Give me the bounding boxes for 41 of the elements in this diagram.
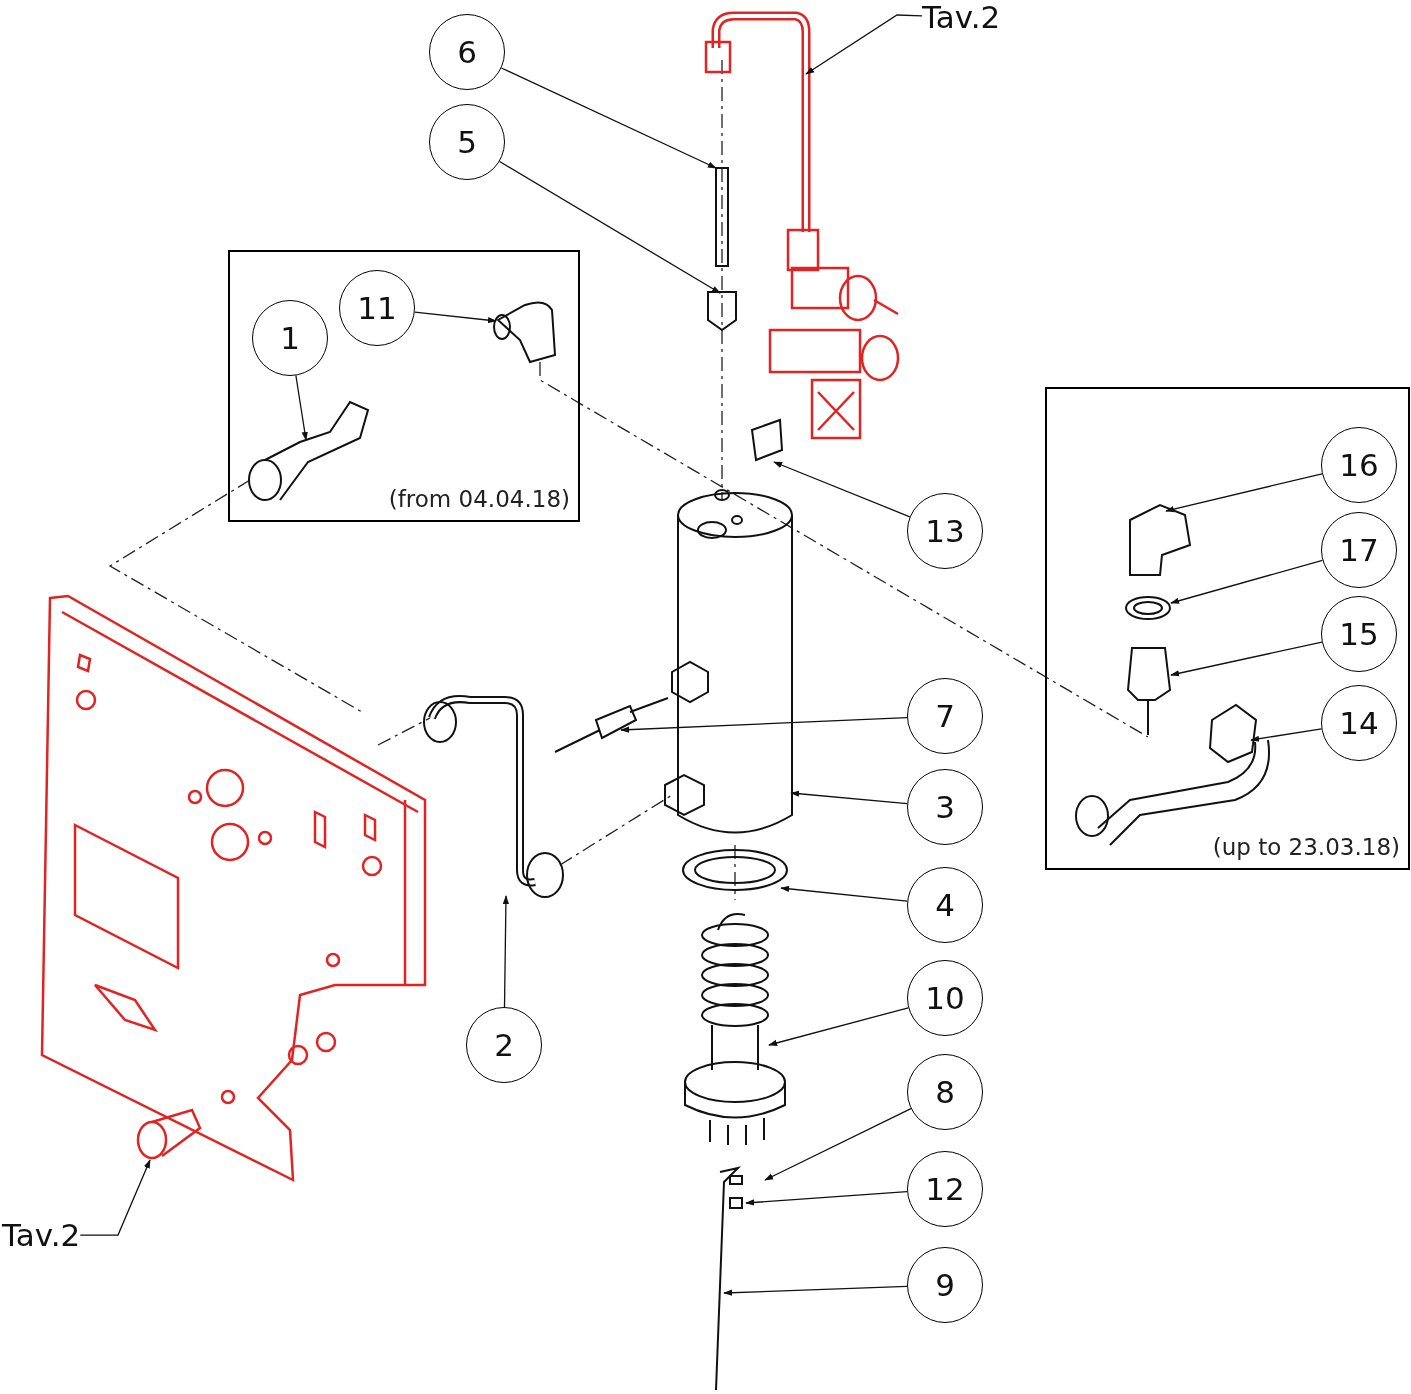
callout-number: 3 (907, 769, 983, 845)
leader-line (745, 1191, 908, 1206)
callout-number: 15 (1321, 596, 1397, 672)
reference-label: Tav.2 (2, 1216, 81, 1255)
leader-line (1165, 473, 1323, 513)
leader-line (790, 790, 908, 805)
leader-line (764, 1108, 912, 1181)
leader-line (1250, 728, 1323, 742)
callout-number: 6 (429, 14, 505, 90)
callout-number: 16 (1321, 427, 1397, 503)
callout-number: 14 (1321, 685, 1397, 761)
callout-number: 5 (429, 104, 505, 180)
leader-line (723, 1285, 908, 1296)
inset-note: (from 04.04.18) (388, 484, 570, 514)
callout-number: 12 (907, 1151, 983, 1227)
leader-line (1170, 641, 1323, 677)
callout-number: 13 (907, 493, 983, 569)
leader-line (780, 885, 908, 902)
leader-line (79, 1159, 151, 1236)
leader-line (502, 895, 510, 1008)
leader-line (414, 311, 497, 324)
leader-line (805, 14, 923, 75)
leader-line (498, 160, 721, 294)
callout-number: 1 (252, 300, 328, 376)
leader-line (500, 67, 717, 169)
callout-number: 7 (907, 678, 983, 754)
reference-label: Tav.2 (922, 0, 1001, 37)
callout-number: 4 (907, 867, 983, 943)
callout-number: 2 (466, 1007, 542, 1083)
leader-line (773, 461, 911, 518)
leader-line (295, 374, 308, 441)
callout-number: 9 (907, 1247, 983, 1323)
inset-frame (1045, 387, 1410, 870)
callout-number: 17 (1321, 512, 1397, 588)
leader-line (768, 1007, 909, 1046)
callout-number: 11 (339, 270, 415, 346)
leader-line (620, 716, 908, 733)
inset-frame (228, 250, 580, 522)
callout-number: 8 (907, 1054, 983, 1130)
inset-note: (up to 23.03.18) (1212, 832, 1400, 862)
callout-number: 10 (907, 960, 983, 1036)
